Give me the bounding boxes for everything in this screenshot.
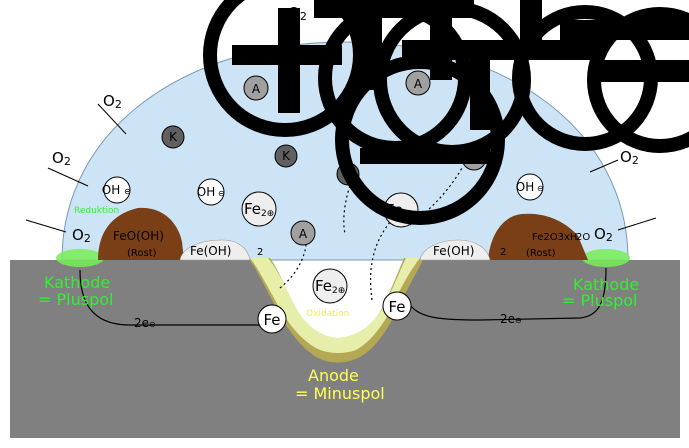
svg-text:Fe: Fe bbox=[315, 277, 332, 295]
iron-ion-1: Fe 2⊕ bbox=[241, 191, 277, 227]
leader-o2-top bbox=[97, 103, 127, 135]
anion-a-2: A bbox=[405, 70, 431, 96]
feoh2-label-right: Fe(OH) bbox=[433, 244, 474, 258]
o2-label-right-upper: O2 bbox=[620, 148, 639, 167]
feoh2-label-left: Fe(OH) bbox=[190, 244, 231, 258]
iron-ion-3: Fe 2⊕ bbox=[312, 268, 348, 304]
svg-text:K: K bbox=[169, 130, 178, 144]
feoh-left-deposit bbox=[179, 239, 251, 261]
fe2o3-label: Fe2O3xH bbox=[532, 232, 577, 243]
rust-label-left: (Rost) bbox=[127, 248, 157, 259]
fe2o3-sub: 2O bbox=[576, 232, 590, 243]
anion-a-4: A bbox=[290, 220, 316, 246]
svg-text:2⊕: 2⊕ bbox=[261, 209, 274, 219]
feoh2-sub-right: 2 bbox=[500, 247, 506, 258]
svg-text:OH: OH bbox=[102, 183, 120, 197]
electron-path-right bbox=[409, 267, 607, 321]
cathode-zone-right bbox=[582, 249, 630, 267]
leader-o2-low bbox=[25, 219, 67, 233]
electron-path-left bbox=[79, 269, 262, 326]
oxidation-label: Oxidation bbox=[306, 309, 349, 319]
svg-text:OH: OH bbox=[516, 180, 534, 194]
kathode-label-left: Kathode bbox=[44, 273, 110, 292]
cation-k-1: K bbox=[161, 125, 185, 149]
svg-text:⊖: ⊖ bbox=[124, 187, 131, 196]
o2-label-cathode-right: O2 bbox=[594, 225, 613, 244]
electron-label-right: 2e⊖ bbox=[500, 312, 522, 326]
cation-k-2: K bbox=[274, 144, 298, 168]
reduktion-label: Reduktion bbox=[74, 206, 119, 216]
svg-text:⊖: ⊖ bbox=[218, 189, 225, 198]
pluspol-label-right: = Pluspol bbox=[562, 291, 637, 310]
iron-atom-left: Fe bbox=[257, 304, 287, 334]
leader-o2-right bbox=[617, 217, 657, 231]
svg-text:K: K bbox=[282, 149, 291, 163]
o2-label-cathode-left: O2 bbox=[72, 226, 91, 245]
overlay-artifact-bars bbox=[232, 0, 689, 164]
cathode-zone-left bbox=[56, 249, 104, 267]
svg-text:2⊕: 2⊕ bbox=[332, 286, 345, 296]
hydroxide-ion-2: OH ⊖ bbox=[197, 178, 225, 206]
feoh-right-deposit bbox=[419, 239, 491, 261]
svg-text:Fe: Fe bbox=[263, 311, 280, 329]
hydroxide-ion-3: OH ⊖ bbox=[516, 173, 544, 201]
svg-text:Fe: Fe bbox=[388, 298, 405, 316]
svg-text:A: A bbox=[414, 77, 423, 91]
iron-atom-right: Fe bbox=[382, 291, 412, 321]
anode-label: Anode bbox=[308, 366, 359, 385]
svg-text:OH: OH bbox=[197, 185, 215, 199]
leader-o2-right-top bbox=[589, 159, 619, 173]
rust-left bbox=[98, 207, 184, 260]
anode-zone-outer bbox=[248, 258, 424, 363]
feoh2-sub-left: 2 bbox=[257, 247, 263, 258]
o2-label-top: O2 bbox=[103, 92, 122, 111]
hydroxide-ion-1: OH ⊖ bbox=[102, 176, 131, 204]
pluspol-label-left: = Pluspol bbox=[38, 290, 113, 309]
svg-text:A: A bbox=[299, 227, 308, 241]
iron-metal bbox=[10, 260, 680, 438]
anode-zone-inner bbox=[250, 258, 420, 353]
kathode-label-right: Kathode bbox=[573, 275, 639, 294]
feooh-label: FeO(OH) bbox=[113, 229, 164, 243]
electron-label-left: 2e⊖ bbox=[134, 316, 156, 330]
anion-a-1: A bbox=[243, 75, 269, 101]
minuspol-label: = Minuspol bbox=[295, 384, 385, 403]
rust-label-right: (Rost) bbox=[526, 248, 556, 259]
ion-path-2 bbox=[370, 221, 391, 301]
leader-o2-mid bbox=[47, 167, 89, 187]
svg-text:⊖: ⊖ bbox=[537, 184, 544, 193]
o2-label-mid: O2 bbox=[52, 149, 71, 168]
svg-text:A: A bbox=[252, 82, 261, 96]
rust-right bbox=[488, 213, 588, 260]
svg-text:Fe: Fe bbox=[244, 200, 261, 218]
